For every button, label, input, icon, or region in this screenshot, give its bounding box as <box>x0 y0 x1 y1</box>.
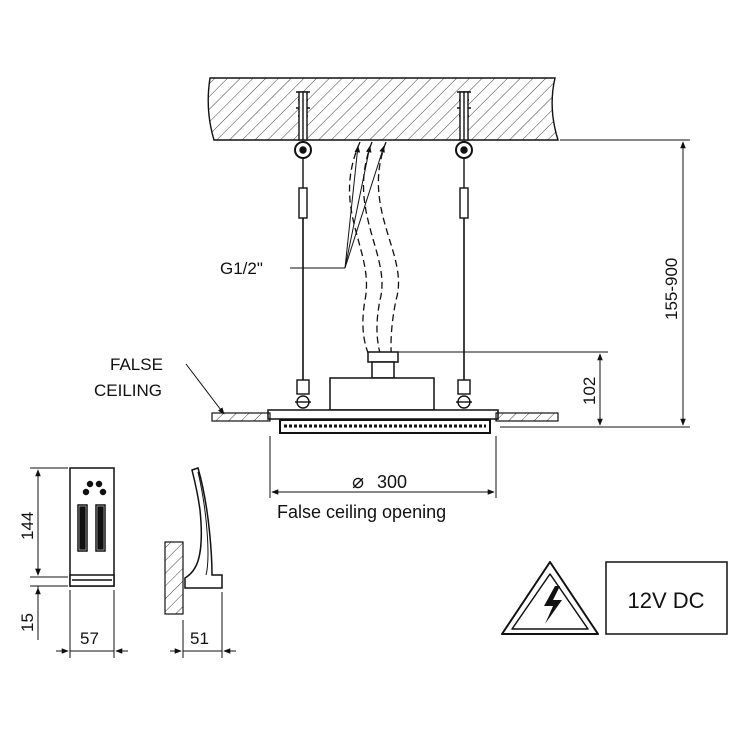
control-panel-side <box>164 467 223 615</box>
control-side-dimension <box>170 592 236 658</box>
body-height-label: 102 <box>580 377 599 405</box>
shower-body <box>267 351 499 434</box>
false-ceiling-label-line1: FALSE <box>110 355 163 374</box>
right-suspension-cable <box>455 91 473 409</box>
control-depth-label: 51 <box>190 629 209 648</box>
control-panel-front <box>69 467 115 587</box>
high-voltage-warning-icon <box>501 561 599 635</box>
control-height-label: 144 <box>18 512 37 540</box>
pipe-thread-label: G1/2" <box>220 259 263 278</box>
control-base-label: 15 <box>18 613 37 632</box>
pipe-thread-callout: G1/2" <box>220 145 385 278</box>
ceiling-slab <box>207 77 559 141</box>
voltage-box: 12V DC <box>605 561 728 635</box>
drop-range-label: 155-900 <box>662 258 681 320</box>
body-height-dimension <box>398 351 608 426</box>
control-width-label: 57 <box>80 629 99 648</box>
false-ceiling-callout: FALSE CEILING <box>94 355 225 415</box>
opening-label: False ceiling opening <box>277 502 446 522</box>
voltage-label: 12V DC <box>627 588 704 613</box>
false-ceiling <box>211 412 559 422</box>
drop-range-dimension <box>500 139 690 428</box>
control-panel-dimensions <box>30 467 128 658</box>
diameter-dimension <box>269 436 497 498</box>
diameter-symbol: ⌀ <box>352 471 364 493</box>
false-ceiling-label-line2: CEILING <box>94 381 162 400</box>
diameter-value: 300 <box>377 472 407 492</box>
left-suspension-cable <box>294 91 312 409</box>
